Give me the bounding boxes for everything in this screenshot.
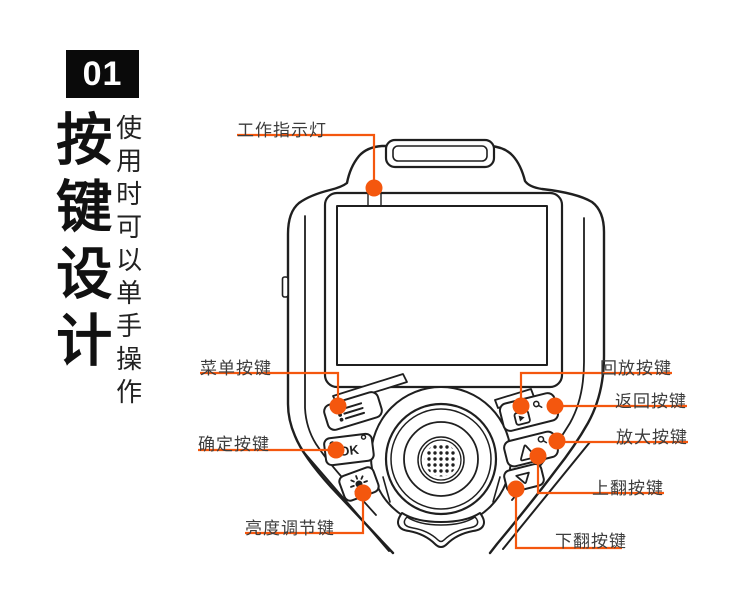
- speaker-grille: [424, 443, 458, 477]
- deck-notch-left: [382, 476, 391, 503]
- speaker-pod-inner-ring: [390, 408, 492, 510]
- speaker-ring: [403, 421, 479, 497]
- ok-button-label: OK: [338, 442, 360, 459]
- dot-playback: [512, 397, 530, 415]
- leader-playback: [519, 371, 672, 406]
- section-number-badge: 01: [66, 50, 139, 98]
- down-arrow-icon: [515, 471, 530, 485]
- leader-page-up: [536, 456, 664, 495]
- callout-back-button: 返回按键: [615, 392, 687, 411]
- dot-back: [546, 397, 564, 415]
- callout-work-indicator: 工作指示灯: [237, 121, 327, 140]
- callout-playback-button: 回放按键: [600, 359, 672, 378]
- callout-page-up-button: 上翻按键: [592, 479, 664, 498]
- side-button: [281, 276, 289, 298]
- page-title: 按键设计: [48, 110, 112, 378]
- body-inner-line-left: [304, 215, 377, 516]
- dot-zoom-in: [548, 432, 566, 450]
- dot-brightness: [354, 484, 372, 502]
- dot-menu: [329, 397, 347, 415]
- leader-menu: [200, 371, 340, 406]
- top-handle-slot: [384, 138, 496, 169]
- deck-notch-right: [492, 476, 501, 503]
- dot-work-indicator: [365, 179, 383, 197]
- top-handle-slot-inner: [392, 145, 488, 162]
- handle-line-left: [300, 448, 390, 552]
- speaker-grille-rim: [417, 436, 465, 484]
- section-number: 01: [82, 54, 123, 93]
- leader-work-indicator: [237, 133, 376, 188]
- dot-confirm: [327, 441, 345, 459]
- grip-accent-outer: [397, 512, 485, 548]
- ok-button-dot-right: [360, 434, 367, 440]
- screen: [336, 205, 548, 366]
- handle-line-right: [502, 441, 591, 550]
- indicator-light-window: [367, 193, 382, 207]
- leader-page-down: [514, 489, 622, 550]
- zoom-in-icon: [537, 435, 548, 444]
- grip-accent-inner: [403, 516, 479, 543]
- callout-page-down-button: 下翻按键: [555, 532, 627, 551]
- callout-zoom-in-button: 放大按键: [616, 428, 688, 447]
- callout-menu-button: 菜单按键: [200, 359, 272, 378]
- leader-brightness: [245, 493, 365, 535]
- dot-page-down: [507, 480, 525, 498]
- dot-page-up: [529, 447, 547, 465]
- page-subtitle: 使用时可以单手操作: [112, 114, 143, 411]
- callout-brightness-button: 亮度调节键: [245, 519, 335, 538]
- back-icon: [532, 400, 543, 409]
- speaker-grille-rim-inner: [420, 439, 462, 481]
- callout-confirm-button: 确定按键: [198, 435, 270, 454]
